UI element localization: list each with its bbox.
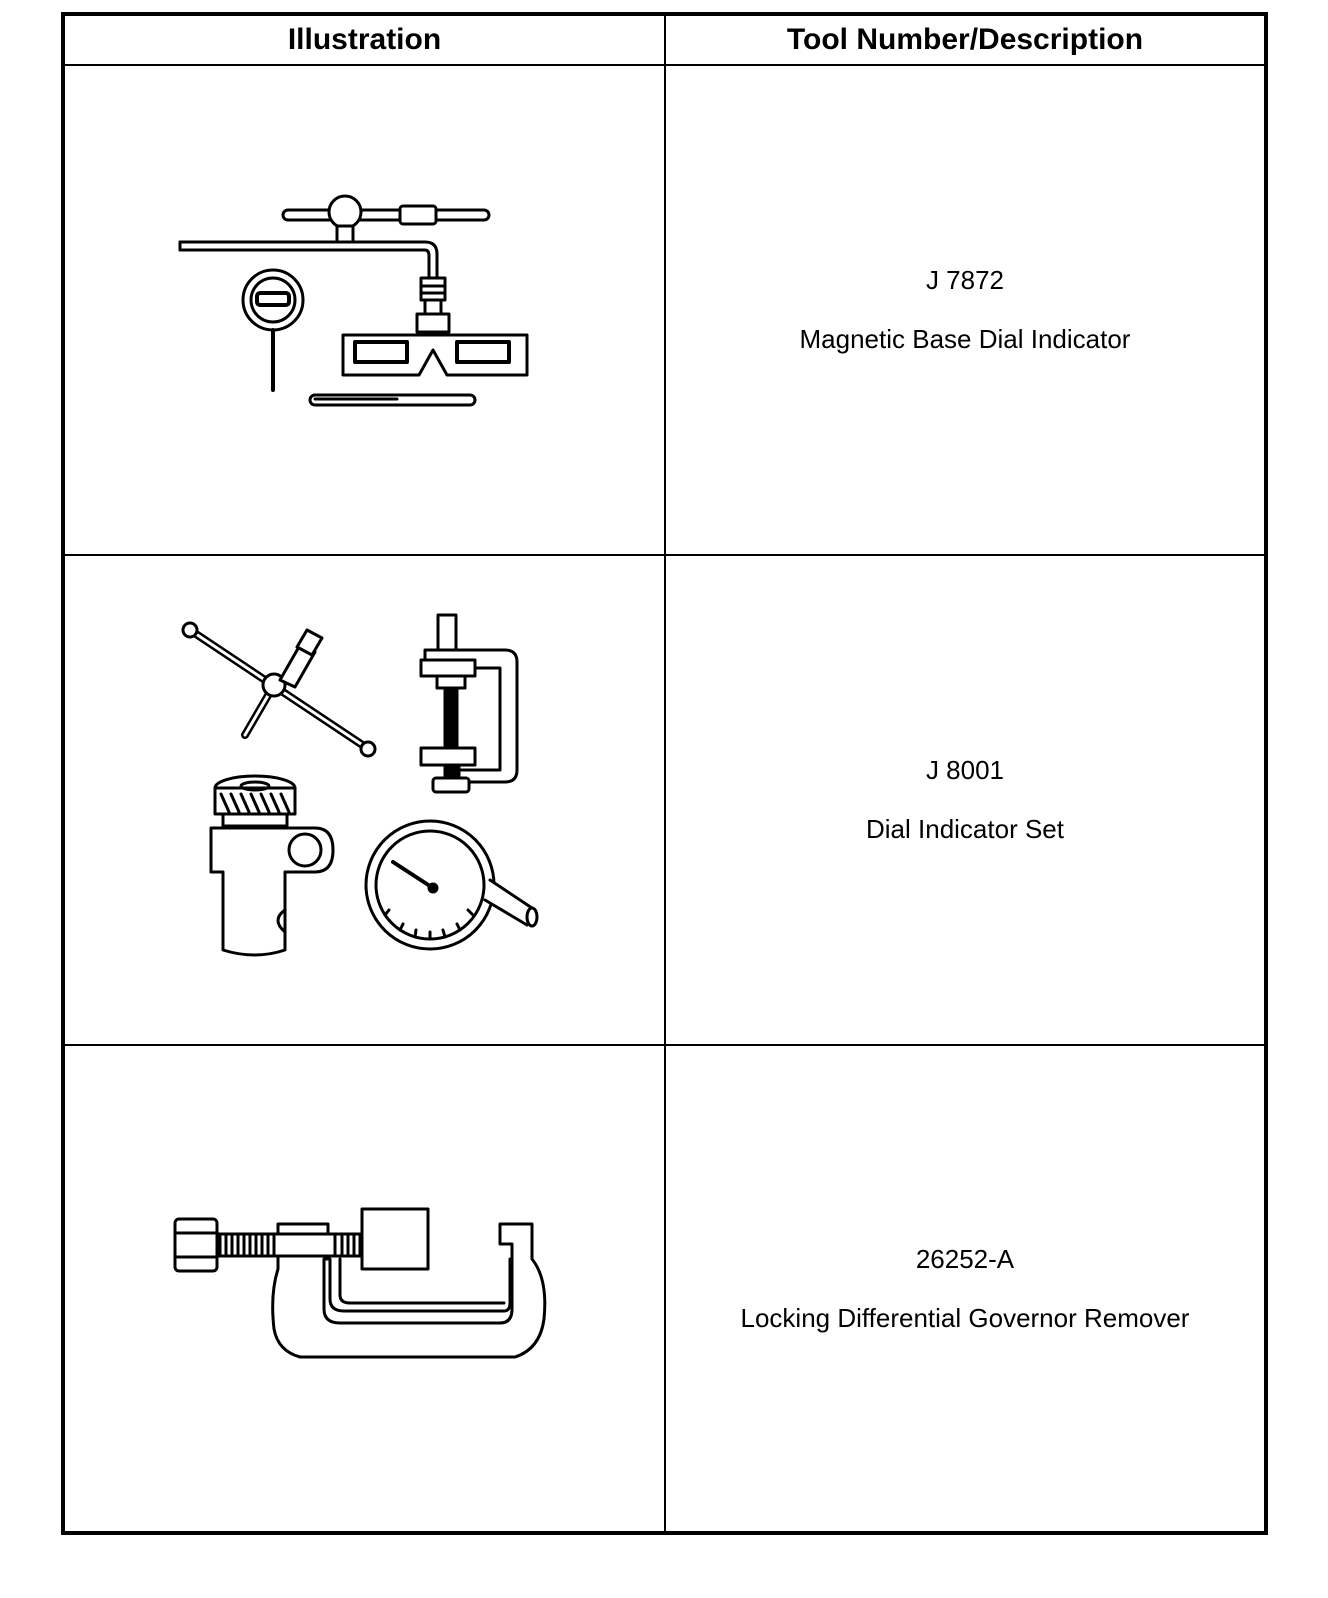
tool-info-cell: J 8001 Dial Indicator Set	[666, 556, 1264, 1044]
tool-number: J 7872	[925, 265, 1005, 295]
tool-info-cell: 26252-A Locking Differential Governor Re…	[666, 1046, 1264, 1531]
illustration-cell	[65, 556, 666, 1044]
illustration-cell	[65, 1046, 666, 1531]
dial-indicator-set-icon	[175, 610, 555, 990]
tool-info-cell: J 7872 Magnetic Base Dial Indicator	[666, 66, 1264, 554]
special-tools-table: Illustration Tool Number/Description	[61, 12, 1268, 1535]
header-illustration-label: Illustration	[287, 23, 442, 56]
magnetic-base-dial-indicator-icon	[175, 190, 555, 430]
illustration-cell	[65, 66, 666, 554]
header-cell-illustration: Illustration	[65, 16, 666, 64]
table-row: J 8001 Dial Indicator Set	[65, 556, 1264, 1046]
table-row: 26252-A Locking Differential Governor Re…	[65, 1046, 1264, 1531]
tool-number: 26252-A	[915, 1243, 1015, 1274]
table-row: J 7872 Magnetic Base Dial Indicator	[65, 66, 1264, 556]
tool-description: Locking Differential Governor Remover	[740, 1302, 1190, 1333]
tool-description: Magnetic Base Dial Indicator	[799, 324, 1131, 354]
tool-description: Dial Indicator Set	[866, 814, 1064, 844]
governor-remover-clamp-icon	[170, 1199, 560, 1379]
table-header-row: Illustration Tool Number/Description	[65, 16, 1264, 66]
tool-number: J 8001	[925, 755, 1005, 785]
header-cell-tool: Tool Number/Description	[666, 16, 1264, 64]
header-tool-label: Tool Number/Description	[786, 23, 1144, 56]
